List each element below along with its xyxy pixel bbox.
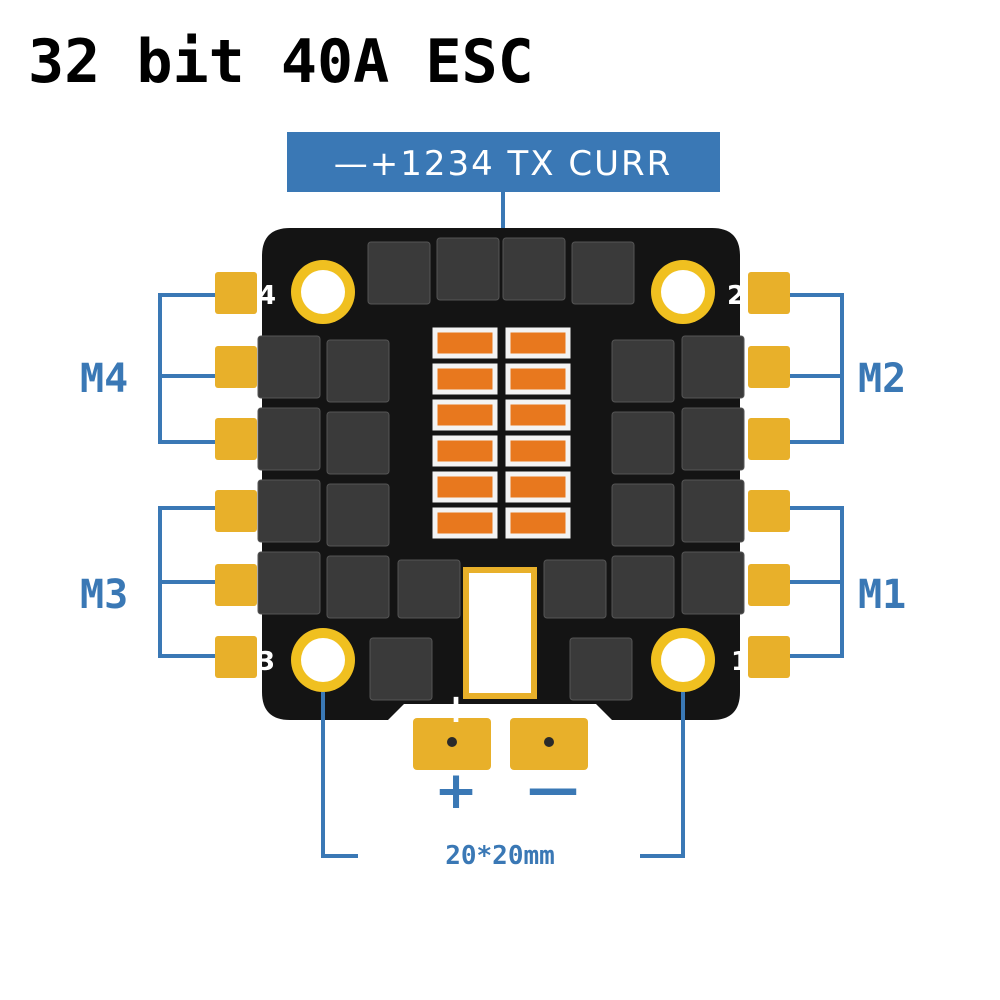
- capacitor: [432, 399, 498, 431]
- mosfet: [326, 339, 390, 403]
- motor-pad: [748, 490, 790, 532]
- mounting-holes: [291, 260, 715, 692]
- motor-pad: [748, 564, 790, 606]
- center-slot: [463, 567, 537, 699]
- mosfet: [681, 335, 745, 399]
- mosfet: [571, 241, 635, 305]
- mosfet: [326, 555, 390, 619]
- motor-pad: [748, 636, 790, 678]
- motor-pad: [748, 346, 790, 388]
- mount-hole-4: [291, 260, 355, 324]
- capacitor: [505, 363, 571, 395]
- mosfet: [681, 551, 745, 615]
- capacitor: [432, 507, 498, 539]
- motor-label-m2: M2: [858, 356, 906, 402]
- connector-callout: —+1234 TX CURR: [287, 132, 720, 228]
- capacitor: [505, 507, 571, 539]
- mosfet: [569, 637, 633, 701]
- capacitor: [432, 435, 498, 467]
- mosfet: [611, 555, 675, 619]
- capacitor: [432, 327, 498, 359]
- mosfet: [611, 483, 675, 547]
- capacitor: [505, 435, 571, 467]
- via-dot: [447, 737, 457, 747]
- mosfet: [681, 479, 745, 543]
- connector-label: —+1234 TX CURR: [334, 144, 673, 184]
- hole-number-1: 1: [731, 647, 749, 677]
- page-title: 32 bit 40A ESC: [28, 27, 534, 97]
- mosfet: [611, 339, 675, 403]
- motor-pad: [748, 272, 790, 314]
- mount-spacing-dimension: [321, 692, 685, 858]
- motor-pad: [215, 272, 257, 314]
- connector-label-box: [287, 132, 720, 192]
- positive-silkscreen: +: [439, 686, 473, 732]
- mosfet: [502, 237, 566, 301]
- mosfet: [257, 407, 321, 471]
- motor-brackets: [158, 293, 844, 658]
- right-motor-pads: [748, 272, 790, 678]
- hole-number-2: 2: [727, 281, 745, 311]
- dimension-line-right: [640, 692, 685, 858]
- mosfet: [326, 411, 390, 475]
- motor-label-m1: M1: [858, 572, 906, 618]
- positive-label: +: [434, 761, 478, 821]
- m4-bracket: [158, 293, 215, 444]
- motor-label-m3: M3: [80, 572, 128, 618]
- hole-number-3: 3: [257, 647, 275, 677]
- mount-hole-1: [651, 628, 715, 692]
- hole-number-4: 4: [258, 281, 276, 311]
- capacitor: [432, 363, 498, 395]
- dimension-line-left: [321, 692, 358, 858]
- negative-label: —: [527, 759, 579, 819]
- mosfet: [257, 335, 321, 399]
- mosfets: [257, 237, 745, 701]
- motor-pad: [215, 636, 257, 678]
- mosfet: [397, 559, 461, 619]
- motor-pad: [748, 418, 790, 460]
- motor-label-m4: M4: [80, 356, 128, 402]
- mosfet: [326, 483, 390, 547]
- mount-spacing-label: 20*20mm: [445, 841, 555, 871]
- via-dot: [544, 737, 554, 747]
- motor-pad: [215, 490, 257, 532]
- mount-hole-2: [651, 260, 715, 324]
- capacitor: [432, 471, 498, 503]
- capacitor: [505, 399, 571, 431]
- motor-pad: [215, 346, 257, 388]
- mosfet: [257, 551, 321, 615]
- m2-bracket: [790, 293, 844, 444]
- mosfet: [681, 407, 745, 471]
- mosfet: [543, 559, 607, 619]
- mosfet: [436, 237, 500, 301]
- mount-hole-3: [291, 628, 355, 692]
- capacitor: [505, 471, 571, 503]
- capacitor: [505, 327, 571, 359]
- motor-pad: [215, 564, 257, 606]
- power-pads: [413, 718, 588, 770]
- left-motor-pads: [215, 272, 257, 678]
- motor-pad: [215, 418, 257, 460]
- capacitors: [432, 327, 571, 539]
- negative-silkscreen: —: [527, 682, 567, 728]
- mosfet: [367, 241, 431, 305]
- mosfet: [369, 637, 433, 701]
- mosfet: [257, 479, 321, 543]
- mosfet: [611, 411, 675, 475]
